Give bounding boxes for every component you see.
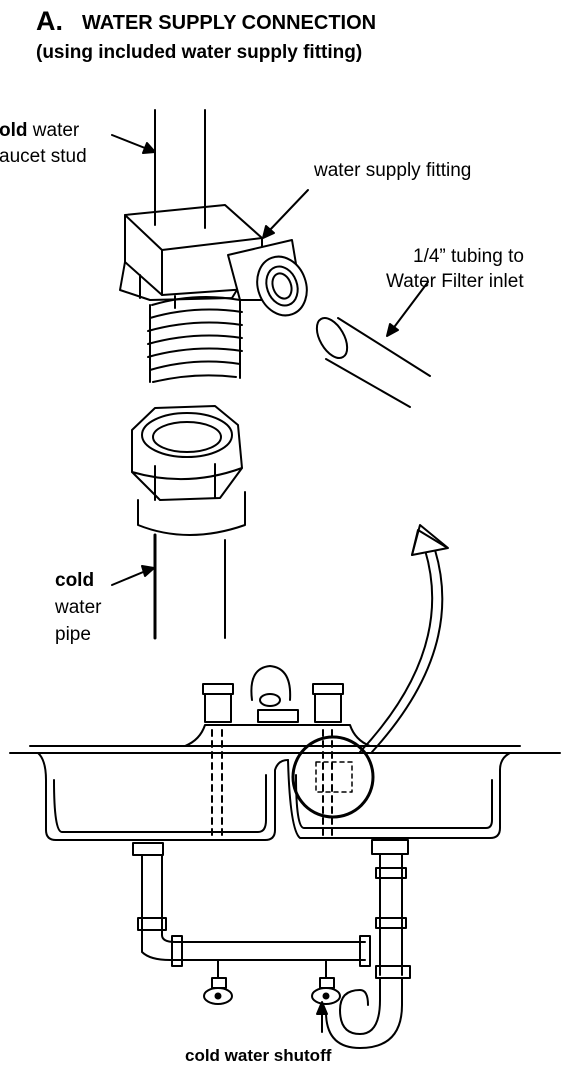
faucet-stud-label-bold: old: [0, 120, 28, 141]
fitting-label: water supply fitting: [314, 160, 472, 181]
faucet-stud-label: old water: [0, 120, 79, 142]
faucet-stud: [154, 109, 206, 229]
tubing-label-line1: 1/4” tubing to: [413, 246, 524, 267]
section-letter: A.: [36, 6, 63, 36]
shutoff-valves: [203, 977, 341, 1005]
compression-nut: [131, 405, 246, 536]
cold-water-pipe: [153, 533, 226, 640]
tubing: [315, 317, 431, 408]
callout-arrows: [111, 134, 429, 1033]
page-subtitle: (using included water supply fitting): [36, 42, 363, 63]
faucet-stud-label-rest: water: [32, 120, 80, 141]
pipe-label-line2: water: [55, 597, 102, 618]
faucet-stud-label-line2: aucet stud: [0, 146, 87, 167]
page-title: WATER SUPPLY CONNECTION: [82, 12, 377, 34]
pipe-label-bold: cold: [55, 570, 95, 591]
drain-plumbing: [132, 839, 411, 1049]
curved-arrow: [359, 524, 449, 753]
tubing-label-line2: Water Filter inlet: [386, 271, 524, 292]
water-supply-fitting: [119, 204, 308, 317]
sink: [9, 724, 561, 841]
shutoff-label: cold water shutoff: [185, 1046, 332, 1065]
faucet: [202, 665, 344, 841]
thread: [147, 295, 243, 383]
pipe-label-line3: pipe: [55, 624, 91, 645]
detail-circle: [291, 735, 375, 819]
